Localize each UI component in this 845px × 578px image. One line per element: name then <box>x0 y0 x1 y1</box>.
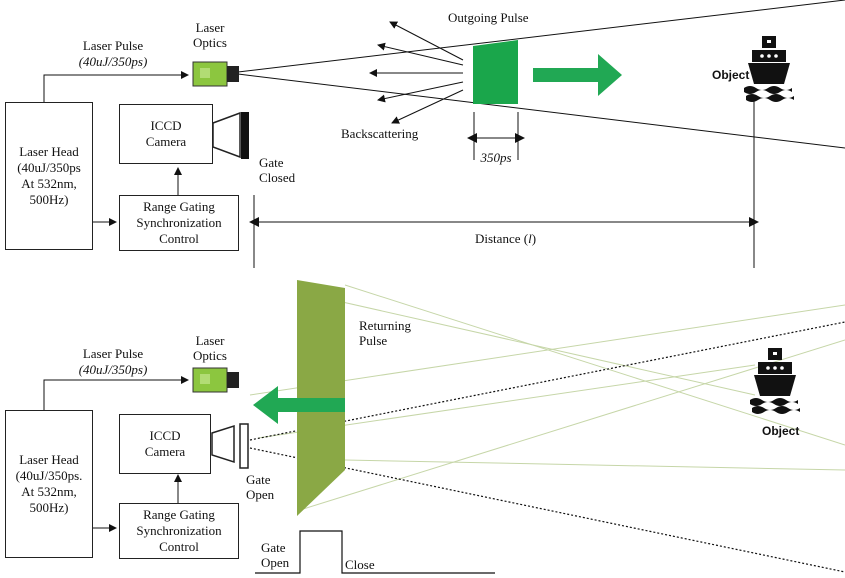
outgoing-pulse-label: Outgoing Pulse <box>448 10 529 25</box>
laser-head-box-bottom: Laser Head (40uJ/350ps. At 532nm, 500Hz) <box>5 410 93 558</box>
gate-signal-close-label: Close <box>345 557 375 572</box>
outgoing-pulse <box>473 40 518 104</box>
gate-closed-label: Gate Closed <box>259 155 296 185</box>
ship-icon-top <box>744 36 794 102</box>
laser-head-box-top: Laser Head (40uJ/350ps At 532nm, 500Hz) <box>5 102 93 250</box>
laser-pulse-spec-bottom: (40uJ/350ps) <box>78 362 148 377</box>
laser-optics-label-top: Laser Optics <box>193 20 227 50</box>
distance-label: Distance (l) <box>475 231 537 246</box>
gate-signal-open-label: Gate Open <box>261 540 290 570</box>
camera-lens-top <box>212 111 249 159</box>
iccd-camera-box-bottom: ICCD Camera <box>119 414 211 474</box>
laser-pulse-label-top: Laser Pulse <box>82 38 144 53</box>
laser-optics-top <box>192 61 239 87</box>
object-label-top: Object <box>712 68 750 82</box>
laser-optics-label-bottom: Laser Optics <box>193 333 227 363</box>
backscattering-label: Backscattering <box>341 126 419 141</box>
pulse-width-label: 350ps <box>480 150 512 165</box>
laser-pulse-label-bottom: Laser Pulse <box>82 346 144 361</box>
gate-open-label: Gate Open <box>246 472 275 502</box>
object-label-bottom: Object <box>762 424 800 438</box>
backscatter-arrows <box>369 21 464 124</box>
ship-icon-bottom <box>750 348 800 414</box>
laser-optics-bottom <box>192 367 239 393</box>
iccd-camera-box-top: ICCD Camera <box>119 104 213 164</box>
laser-pulse-spec-top: (40uJ/350ps) <box>78 54 148 69</box>
range-gating-box-bottom: Range Gating Synchronization Control <box>119 503 239 559</box>
top-panel-graphics <box>43 0 845 268</box>
outgoing-direction-arrow <box>533 54 622 96</box>
returning-pulse-label: Returning Pulse <box>359 318 411 348</box>
camera-lens-bottom <box>211 423 249 469</box>
bottom-panel-graphics <box>43 280 845 574</box>
gate-signal-waveform <box>255 530 495 574</box>
range-gating-box-top: Range Gating Synchronization Control <box>119 195 239 251</box>
returning-direction-arrow <box>253 386 345 424</box>
